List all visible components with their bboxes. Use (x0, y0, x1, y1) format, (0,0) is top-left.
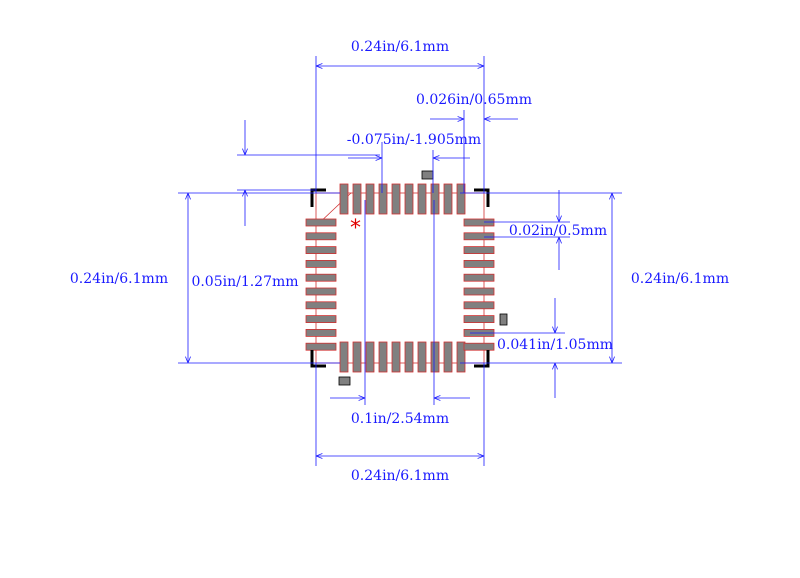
label-left-height: 0.24in/6.1mm (70, 271, 168, 287)
pad-left-9 (305, 328, 337, 337)
pad-bottom-3 (365, 341, 375, 373)
label-pad-pitch: 0.026in/0.65mm (416, 92, 532, 108)
pad-top-8 (430, 183, 440, 215)
marker-rect-bottom (338, 376, 351, 386)
label-bottom-width: 0.24in/6.1mm (351, 468, 449, 484)
pad-right-3 (463, 246, 495, 255)
pad-right-8 (463, 315, 495, 324)
corner-top-left (310, 188, 326, 207)
pad-right-1 (463, 218, 495, 227)
pad-top-5 (391, 183, 401, 215)
corner-bottom-left (310, 350, 326, 368)
pad-bottom-10 (456, 341, 466, 373)
pad-top-7 (417, 183, 427, 215)
pad-bottom-7 (417, 341, 427, 373)
pad-top-3 (365, 183, 375, 215)
pad-left-5 (305, 273, 337, 282)
pad-right-7 (463, 301, 495, 310)
pad-right-6 (463, 287, 495, 296)
pad-bottom-1 (339, 341, 349, 373)
pin1-marker: * (350, 216, 361, 241)
label-pad-length: 0.041in/1.05mm (497, 337, 613, 353)
corner-bottom-right (474, 350, 490, 368)
pad-left-6 (305, 287, 337, 296)
label-right-height: 0.24in/6.1mm (631, 271, 729, 287)
pad-bottom-9 (443, 341, 453, 373)
pad-top-2 (352, 183, 362, 215)
pad-bottom-8 (430, 341, 440, 373)
pad-right-4 (463, 259, 495, 268)
marker-rect-top (421, 170, 434, 180)
pad-left-2 (305, 232, 337, 241)
label-top-width: 0.24in/6.1mm (351, 39, 449, 55)
label-inner-span: 0.1in/2.54mm (351, 411, 449, 427)
pad-bottom-5 (391, 341, 401, 373)
marker-rect-right (499, 313, 508, 326)
pad-left-10 (305, 342, 337, 351)
label-pin1-offset: -0.075in/-1.905mm (347, 132, 481, 148)
pad-bottom-2 (352, 341, 362, 373)
pad-left-7 (305, 301, 337, 310)
pad-bottom-6 (404, 341, 414, 373)
dimension-lines (178, 56, 622, 466)
pad-top-9 (443, 183, 453, 215)
corner-top-right (474, 188, 490, 207)
pad-left-4 (305, 259, 337, 268)
pad-bottom-4 (378, 341, 388, 373)
silkscreen-corners (310, 188, 490, 368)
pads (305, 183, 495, 373)
pad-left-3 (305, 246, 337, 255)
pad-left-8 (305, 315, 337, 324)
pad-right-5 (463, 273, 495, 282)
pad-top-10 (456, 183, 466, 215)
pad-top-1 (339, 183, 349, 215)
pad-top-6 (404, 183, 414, 215)
label-silkscreen-offset: 0.05in/1.27mm (191, 274, 298, 290)
pad-right-2 (463, 232, 495, 241)
pad-top-4 (378, 183, 388, 215)
pad-right-10 (463, 342, 495, 351)
label-pad-width: 0.02in/0.5mm (509, 223, 607, 239)
pad-left-1 (305, 218, 337, 227)
package-body-outline (315, 192, 485, 364)
